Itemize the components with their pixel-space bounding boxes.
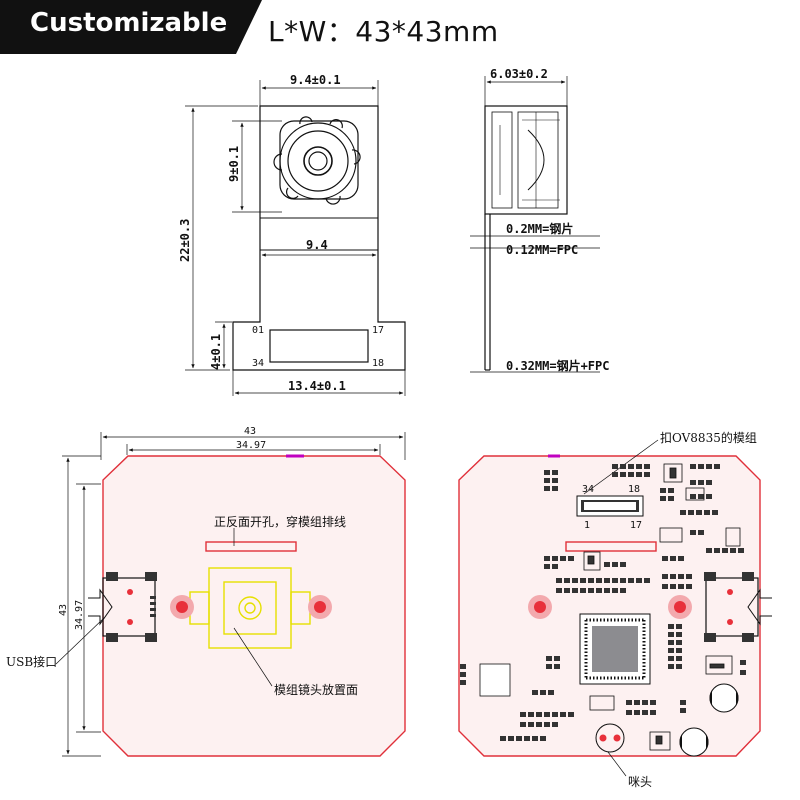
fpc-slot <box>205 541 297 552</box>
conn-pin-34: 34 <box>582 484 594 495</box>
dim-connector-height: 4±0.1 <box>209 334 223 370</box>
board-connector <box>576 495 644 517</box>
dim-width-top: 9.4±0.1 <box>290 73 341 87</box>
smd-components <box>460 464 746 741</box>
note-hole: 正反面开孔，穿模组排线 <box>214 514 346 529</box>
banner-background <box>0 0 262 54</box>
conn-pin-17: 17 <box>630 520 642 531</box>
label-fpc: 0.12MM=FPC <box>506 243 578 257</box>
banner-dimensions: L*W：43*43mm <box>268 15 499 48</box>
fpc-connector <box>269 329 369 363</box>
microphone <box>595 723 625 753</box>
conn-pin-1: 1 <box>584 520 590 531</box>
small-ics <box>479 463 741 751</box>
dim-flex-width: 9.4 <box>306 238 328 252</box>
dim-total-height: 22±0.3 <box>178 219 192 262</box>
usb-connector-back <box>704 572 772 642</box>
board-back-view <box>458 439 772 777</box>
pin-01: 01 <box>252 325 264 336</box>
dim-board-inner-width: 34.97 <box>236 440 266 451</box>
usb-connector <box>88 572 157 642</box>
label-mic: 咪头 <box>628 775 652 789</box>
dim-board-width: 43 <box>244 426 256 437</box>
module-side-view <box>470 76 600 373</box>
conn-pin-18: 18 <box>628 484 640 495</box>
board-front-view <box>55 432 406 757</box>
pin-17: 17 <box>372 325 384 336</box>
module-front-view <box>185 80 406 396</box>
note-lens-side: 模组镜头放置面 <box>274 682 358 697</box>
label-steel-fpc: 0.32MM=钢片+FPC <box>506 358 609 373</box>
lens-body <box>273 116 361 205</box>
dim-board-height: 43 <box>58 604 69 616</box>
pin-34: 34 <box>252 358 264 369</box>
note-connector: 扣OV8835的模组 <box>660 430 757 445</box>
main-chip <box>579 613 651 685</box>
label-usb: USB接口 <box>6 654 57 669</box>
label-steel: 0.2MM=钢片 <box>506 221 573 236</box>
dim-board-inner-height: 34.97 <box>74 600 85 630</box>
banner-label: Customizable <box>30 8 228 38</box>
lens-mount-area <box>189 567 311 649</box>
dim-lens-height: 9±0.1 <box>227 146 241 182</box>
pin-18: 18 <box>372 358 384 369</box>
dim-bottom-width: 13.4±0.1 <box>288 379 346 393</box>
dim-thickness: 6.03±0.2 <box>490 67 548 81</box>
electrolytic-capacitors <box>679 683 739 757</box>
